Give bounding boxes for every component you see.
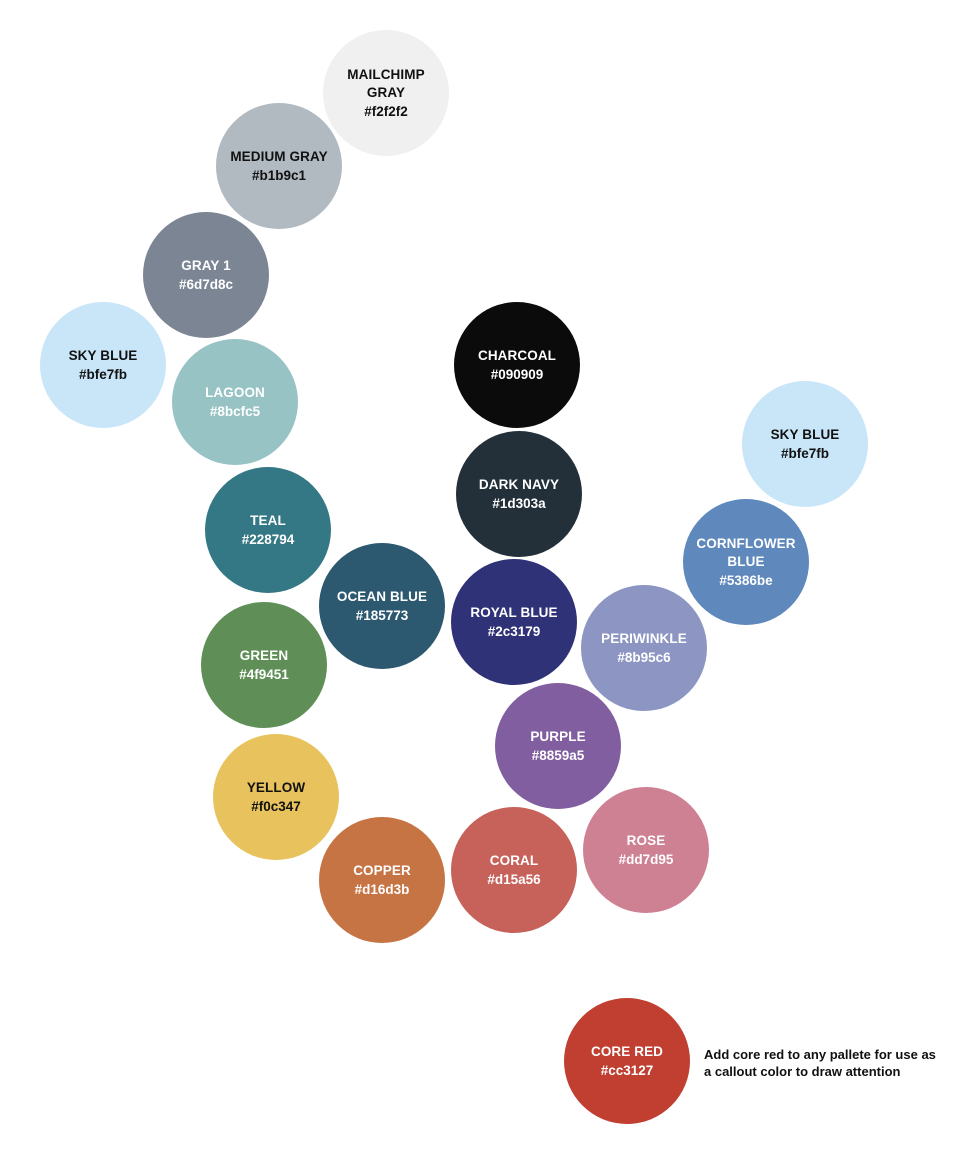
swatch-name: COPPER (353, 862, 411, 878)
swatch-name: LAGOON (205, 384, 265, 400)
swatch-name: MAILCHIMP GRAY (347, 66, 425, 100)
swatch-coral: CORAL #d15a56 (451, 807, 577, 933)
swatch-name: CORNFLOWER BLUE (696, 535, 796, 569)
swatch-hex: #8859a5 (531, 747, 585, 763)
swatch-copper: COPPER #d16d3b (319, 817, 445, 943)
swatch-hex: #cc3127 (600, 1062, 654, 1078)
swatch-sky-blue-right: SKY BLUE #bfe7fb (742, 381, 868, 507)
swatch-hex: #185773 (355, 607, 409, 623)
swatch-hex: #d15a56 (487, 871, 541, 887)
swatch-name: PURPLE (530, 728, 586, 744)
swatch-name: PERIWINKLE (601, 630, 687, 646)
swatch-cornflower-blue: CORNFLOWER BLUE #5386be (683, 499, 809, 625)
swatch-name: ROYAL BLUE (470, 604, 558, 620)
core-red-note: Add core red to any pallete for use as a… (704, 1047, 936, 1079)
swatch-royal-blue: ROYAL BLUE #2c3179 (451, 559, 577, 685)
swatch-hex: #dd7d95 (618, 851, 674, 867)
swatch-dark-navy: DARK NAVY #1d303a (456, 431, 582, 557)
swatch-name: GRAY 1 (181, 257, 231, 273)
swatch-lagoon: LAGOON #8bcfc5 (172, 339, 298, 465)
swatch-core-red: CORE RED #cc3127 (564, 998, 690, 1124)
swatch-hex: #f2f2f2 (364, 103, 408, 119)
swatch-hex: #bfe7fb (78, 366, 127, 382)
swatch-name: CORE RED (590, 1043, 664, 1059)
swatch-name: MEDIUM GRAY (230, 148, 328, 164)
swatch-name: TEAL (250, 512, 286, 528)
swatch-gray-1: GRAY 1 #6d7d8c (143, 212, 269, 338)
swatch-sky-blue-left: SKY BLUE #bfe7fb (40, 302, 166, 428)
swatch-name: CHARCOAL (477, 347, 557, 363)
swatch-hex: #228794 (241, 531, 295, 547)
swatch-hex: #4f9451 (239, 666, 289, 682)
swatch-hex: #f0c347 (251, 798, 301, 814)
swatch-name: SKY BLUE (68, 347, 138, 363)
swatch-purple: PURPLE #8859a5 (495, 683, 621, 809)
swatch-name: YELLOW (246, 779, 306, 795)
swatch-hex: #090909 (490, 366, 544, 382)
swatch-name: DARK NAVY (478, 476, 560, 492)
swatch-name: CORAL (489, 852, 539, 868)
swatch-charcoal: CHARCOAL #090909 (454, 302, 580, 428)
swatch-hex: #b1b9c1 (251, 167, 307, 183)
swatch-hex: #1d303a (492, 495, 546, 511)
swatch-teal: TEAL #228794 (205, 467, 331, 593)
swatch-hex: #5386be (719, 572, 773, 588)
swatch-hex: #d16d3b (354, 881, 410, 897)
swatch-hex: #2c3179 (487, 623, 541, 639)
swatch-name: GREEN (239, 647, 289, 663)
swatch-rose: ROSE #dd7d95 (583, 787, 709, 913)
swatch-mailchimp-gray: MAILCHIMP GRAY #f2f2f2 (323, 30, 449, 156)
swatch-medium-gray: MEDIUM GRAY #b1b9c1 (216, 103, 342, 229)
swatch-name: ROSE (626, 832, 666, 848)
swatch-hex: #bfe7fb (780, 445, 829, 461)
swatch-hex: #8b95c6 (617, 649, 671, 665)
swatch-yellow: YELLOW #f0c347 (213, 734, 339, 860)
swatch-hex: #6d7d8c (178, 276, 234, 292)
swatch-hex: #8bcfc5 (209, 403, 261, 419)
swatch-name: SKY BLUE (770, 426, 840, 442)
swatch-ocean-blue: OCEAN BLUE #185773 (319, 543, 445, 669)
swatch-green: GREEN #4f9451 (201, 602, 327, 728)
swatch-name: OCEAN BLUE (336, 588, 428, 604)
swatch-periwinkle: PERIWINKLE #8b95c6 (581, 585, 707, 711)
